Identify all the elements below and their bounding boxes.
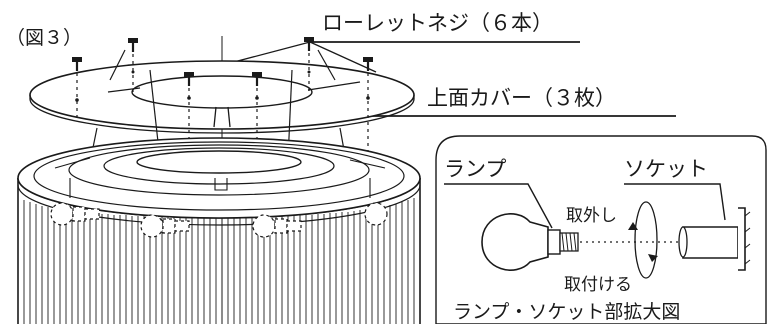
screw-icon — [128, 38, 138, 52]
socket-icon — [678, 207, 751, 271]
hidden-lamps — [50, 202, 388, 238]
bulb-icon — [481, 213, 579, 271]
screw-icon — [184, 72, 194, 86]
fixture-housing — [17, 137, 421, 324]
socket-label: ソケット — [624, 157, 708, 181]
figure-number-label: （図３） — [6, 27, 82, 49]
lamp-label: ランプ — [444, 157, 506, 181]
remove-label: 取外し — [566, 206, 617, 226]
lamp-icon — [50, 202, 100, 226]
lamp-icon — [252, 214, 302, 238]
socket-label-leader — [624, 183, 726, 221]
rotation-arrows-icon — [628, 201, 658, 279]
top-cover-plate — [29, 60, 415, 134]
attach-label: 取付ける — [564, 275, 632, 295]
screw-icon — [72, 57, 82, 71]
screws-leader-line-right — [309, 41, 377, 73]
screw-icon — [304, 37, 314, 51]
screw-icon — [363, 57, 373, 71]
lamp-label-leader — [444, 183, 553, 229]
detail-caption: ランプ・ソケット部拡大図 — [453, 301, 680, 323]
lamp-icon — [364, 202, 388, 226]
housing-fins — [23, 198, 415, 324]
cover-callout-text: 上面カバー（３枚） — [427, 86, 616, 110]
lamp-icon — [140, 214, 190, 238]
screws-callout-text: ローレットネジ（６本） — [322, 11, 553, 35]
screw-icon — [252, 72, 262, 86]
